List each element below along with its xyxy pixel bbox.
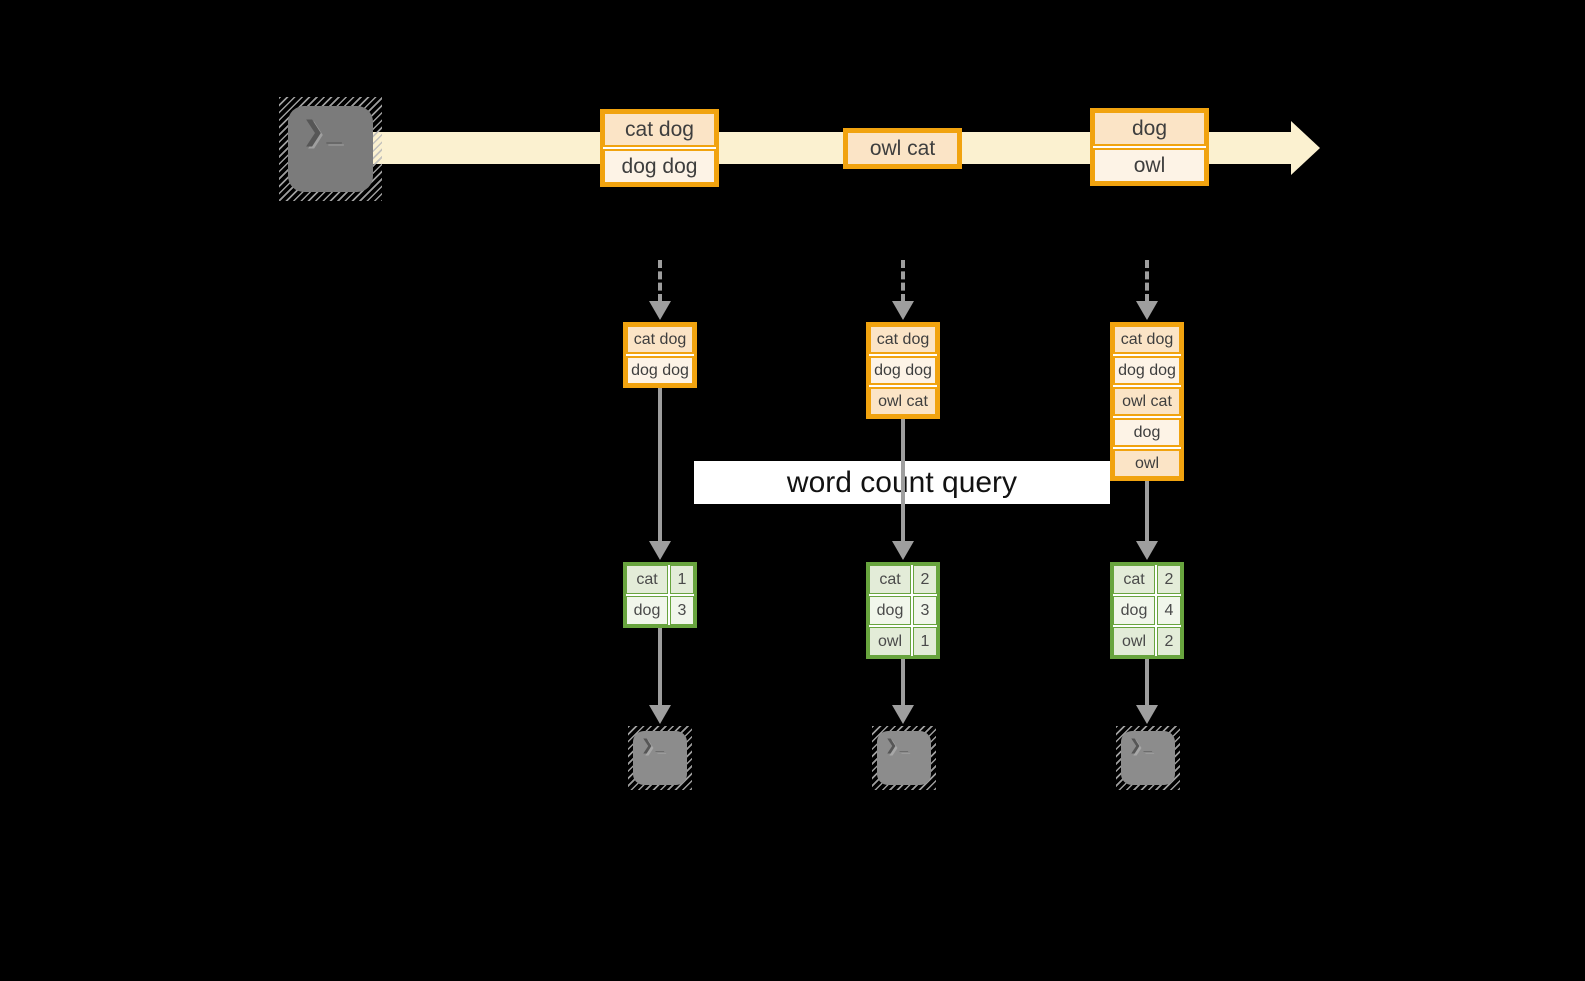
stream-word: owl cat	[846, 131, 959, 166]
query-arrow-head-icon	[1136, 541, 1158, 560]
count-table-3: cat 2 dog 4 owl 2	[1110, 562, 1184, 659]
terminal-screen: ❯_	[288, 106, 373, 192]
stream-word: cat dog	[603, 112, 716, 147]
query-arrow-head-icon	[649, 541, 671, 560]
terminal-prompt-icon: ❯_	[885, 737, 910, 754]
output-arrow-line	[658, 628, 662, 706]
buffer-row: cat dog	[869, 325, 937, 354]
dashed-arrow-head-icon	[892, 301, 914, 320]
buffer-row: dog dog	[1113, 356, 1181, 385]
stream-event-1: cat dog dog dog	[600, 109, 719, 187]
buffer-row: cat dog	[626, 325, 694, 354]
count-value: 2	[913, 565, 937, 594]
buffer-row: dog dog	[869, 356, 937, 385]
buffer-row: dog dog	[626, 356, 694, 385]
query-arrow-line	[658, 388, 662, 542]
producer-terminal-icon: ❯_	[279, 97, 382, 201]
buffer-row: cat dog	[1113, 325, 1181, 354]
count-table-1: cat 1 dog 3	[623, 562, 697, 628]
dashed-arrow-head-icon	[1136, 301, 1158, 320]
count-value: 2	[1157, 627, 1181, 656]
count-value: 1	[913, 627, 937, 656]
buffer-row: dog	[1113, 418, 1181, 447]
buffer-row: owl cat	[1113, 387, 1181, 416]
stream-arrowhead-icon	[1291, 121, 1320, 175]
stream-word: owl	[1093, 148, 1206, 183]
stream-event-3: dog owl	[1090, 108, 1209, 186]
terminal-prompt-icon: ❯_	[1129, 737, 1154, 754]
count-value: 4	[1157, 596, 1181, 625]
query-arrow-line	[901, 419, 905, 542]
dashed-arrow-line	[901, 260, 905, 302]
output-arrow-head-icon	[892, 705, 914, 724]
count-word: cat	[1113, 565, 1155, 594]
output-arrow-line	[901, 659, 905, 706]
stream-event-2: owl cat	[843, 128, 962, 169]
buffer-row: owl	[1113, 449, 1181, 478]
buffer-stack-2: cat dog dog dog owl cat	[866, 322, 940, 419]
count-word: cat	[626, 565, 668, 594]
terminal-prompt-icon: ❯_	[641, 737, 666, 754]
count-word: cat	[869, 565, 911, 594]
buffer-stack-3: cat dog dog dog owl cat dog owl	[1110, 322, 1184, 481]
stream-word: dog	[1093, 111, 1206, 146]
terminal-screen: ❯_	[1121, 731, 1175, 785]
count-table-2: cat 2 dog 3 owl 1	[866, 562, 940, 659]
consumer-terminal-icon: ❯_	[872, 726, 936, 790]
count-value: 1	[670, 565, 694, 594]
dashed-arrow-head-icon	[649, 301, 671, 320]
dashed-arrow-line	[658, 260, 662, 302]
buffer-row: owl cat	[869, 387, 937, 416]
dashed-arrow-line	[1145, 260, 1149, 302]
count-value: 2	[1157, 565, 1181, 594]
query-arrow-head-icon	[892, 541, 914, 560]
count-word: dog	[1113, 596, 1155, 625]
count-word: dog	[869, 596, 911, 625]
count-word: owl	[1113, 627, 1155, 656]
output-arrow-line	[1145, 659, 1149, 706]
stream-word: dog dog	[603, 149, 716, 184]
count-word: dog	[626, 596, 668, 625]
output-arrow-head-icon	[1136, 705, 1158, 724]
buffer-stack-1: cat dog dog dog	[623, 322, 697, 388]
terminal-screen: ❯_	[877, 731, 931, 785]
count-value: 3	[670, 596, 694, 625]
output-arrow-head-icon	[649, 705, 671, 724]
terminal-screen: ❯_	[633, 731, 687, 785]
count-value: 3	[913, 596, 937, 625]
consumer-terminal-icon: ❯_	[628, 726, 692, 790]
query-arrow-line	[1145, 481, 1149, 542]
terminal-prompt-icon: ❯_	[302, 116, 344, 146]
count-word: owl	[869, 627, 911, 656]
consumer-terminal-icon: ❯_	[1116, 726, 1180, 790]
